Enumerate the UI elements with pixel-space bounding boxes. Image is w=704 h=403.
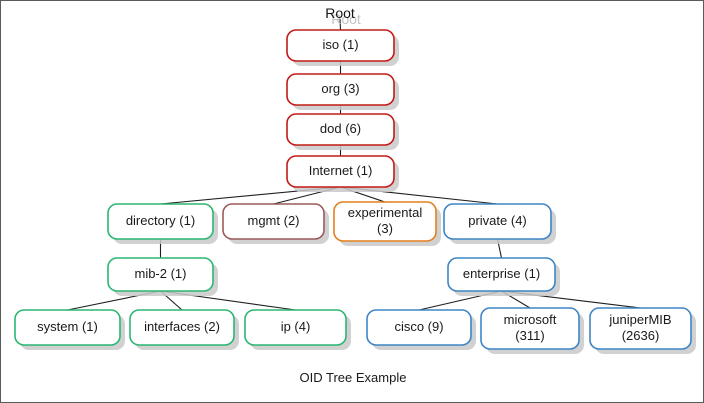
root-label-ghost: Root bbox=[331, 11, 361, 27]
node-label-dod: dod (6) bbox=[320, 121, 361, 136]
node-box-private[interactable] bbox=[443, 203, 552, 240]
node-box-iso[interactable] bbox=[286, 29, 395, 62]
node-box-cisco[interactable] bbox=[366, 309, 472, 346]
node-label-iso: iso (1) bbox=[322, 37, 358, 52]
figure-caption: OID Tree Example bbox=[300, 370, 407, 385]
node-iso[interactable]: iso (1) bbox=[286, 29, 399, 66]
node-cisco[interactable]: cisco (9) bbox=[366, 309, 476, 350]
node-label-system: system (1) bbox=[37, 319, 98, 334]
node-label-directory: directory (1) bbox=[126, 213, 195, 228]
node-box-juniperMIB[interactable] bbox=[589, 307, 692, 350]
node-mgmt[interactable]: mgmt (2) bbox=[222, 203, 329, 244]
edge-root-to-iso bbox=[339, 18, 342, 31]
node-box-mib2[interactable] bbox=[107, 257, 214, 292]
node-label-mgmt: mgmt (2) bbox=[248, 213, 300, 228]
node-label-interfaces: interfaces (2) bbox=[144, 319, 220, 334]
node-label-juniperMIB: (2636) bbox=[622, 328, 660, 343]
node-box-internet[interactable] bbox=[286, 155, 395, 188]
node-enterprise[interactable]: enterprise (1) bbox=[447, 257, 560, 296]
root-label: Root bbox=[325, 5, 355, 21]
node-ip[interactable]: ip (4) bbox=[244, 309, 351, 350]
node-box-mgmt[interactable] bbox=[222, 203, 325, 240]
node-private[interactable]: private (4) bbox=[443, 203, 556, 244]
node-microsoft[interactable]: microsoft(311) bbox=[480, 307, 584, 354]
node-label-private: private (4) bbox=[468, 213, 527, 228]
node-label-enterprise: enterprise (1) bbox=[463, 266, 540, 281]
node-box-microsoft[interactable] bbox=[480, 307, 580, 350]
node-dod[interactable]: dod (6) bbox=[286, 113, 399, 150]
node-label-microsoft: (311) bbox=[515, 328, 544, 343]
node-label-juniperMIB: juniperMIB bbox=[608, 312, 671, 327]
node-box-dod[interactable] bbox=[286, 113, 395, 146]
node-box-experimental[interactable] bbox=[333, 201, 437, 242]
node-box-enterprise[interactable] bbox=[447, 257, 556, 292]
node-interfaces[interactable]: interfaces (2) bbox=[129, 309, 239, 350]
node-internet[interactable]: Internet (1) bbox=[286, 155, 399, 192]
node-box-directory[interactable] bbox=[107, 203, 214, 240]
node-box-system[interactable] bbox=[14, 309, 121, 346]
node-layer: iso (1) org (3) dod (6) Internet (1) directo… bbox=[14, 29, 696, 354]
node-directory[interactable]: directory (1) bbox=[107, 203, 218, 244]
node-label-ip: ip (4) bbox=[281, 319, 311, 334]
node-juniperMIB[interactable]: juniperMIB(2636) bbox=[589, 307, 696, 354]
node-label-org: org (3) bbox=[321, 81, 359, 96]
node-box-org[interactable] bbox=[286, 73, 395, 106]
node-system[interactable]: system (1) bbox=[14, 309, 125, 350]
node-label-internet: Internet (1) bbox=[309, 163, 373, 178]
node-box-ip[interactable] bbox=[244, 309, 347, 346]
node-label-experimental: (3) bbox=[377, 221, 393, 236]
node-org[interactable]: org (3) bbox=[286, 73, 399, 110]
node-box-interfaces[interactable] bbox=[129, 309, 235, 346]
node-mib2[interactable]: mib-2 (1) bbox=[107, 257, 218, 296]
node-label-experimental: experimental bbox=[348, 205, 423, 220]
node-experimental[interactable]: experimental(3) bbox=[333, 201, 441, 246]
node-label-cisco: cisco (9) bbox=[394, 319, 443, 334]
node-label-microsoft: microsoft bbox=[504, 312, 557, 327]
node-label-mib2: mib-2 (1) bbox=[134, 266, 186, 281]
